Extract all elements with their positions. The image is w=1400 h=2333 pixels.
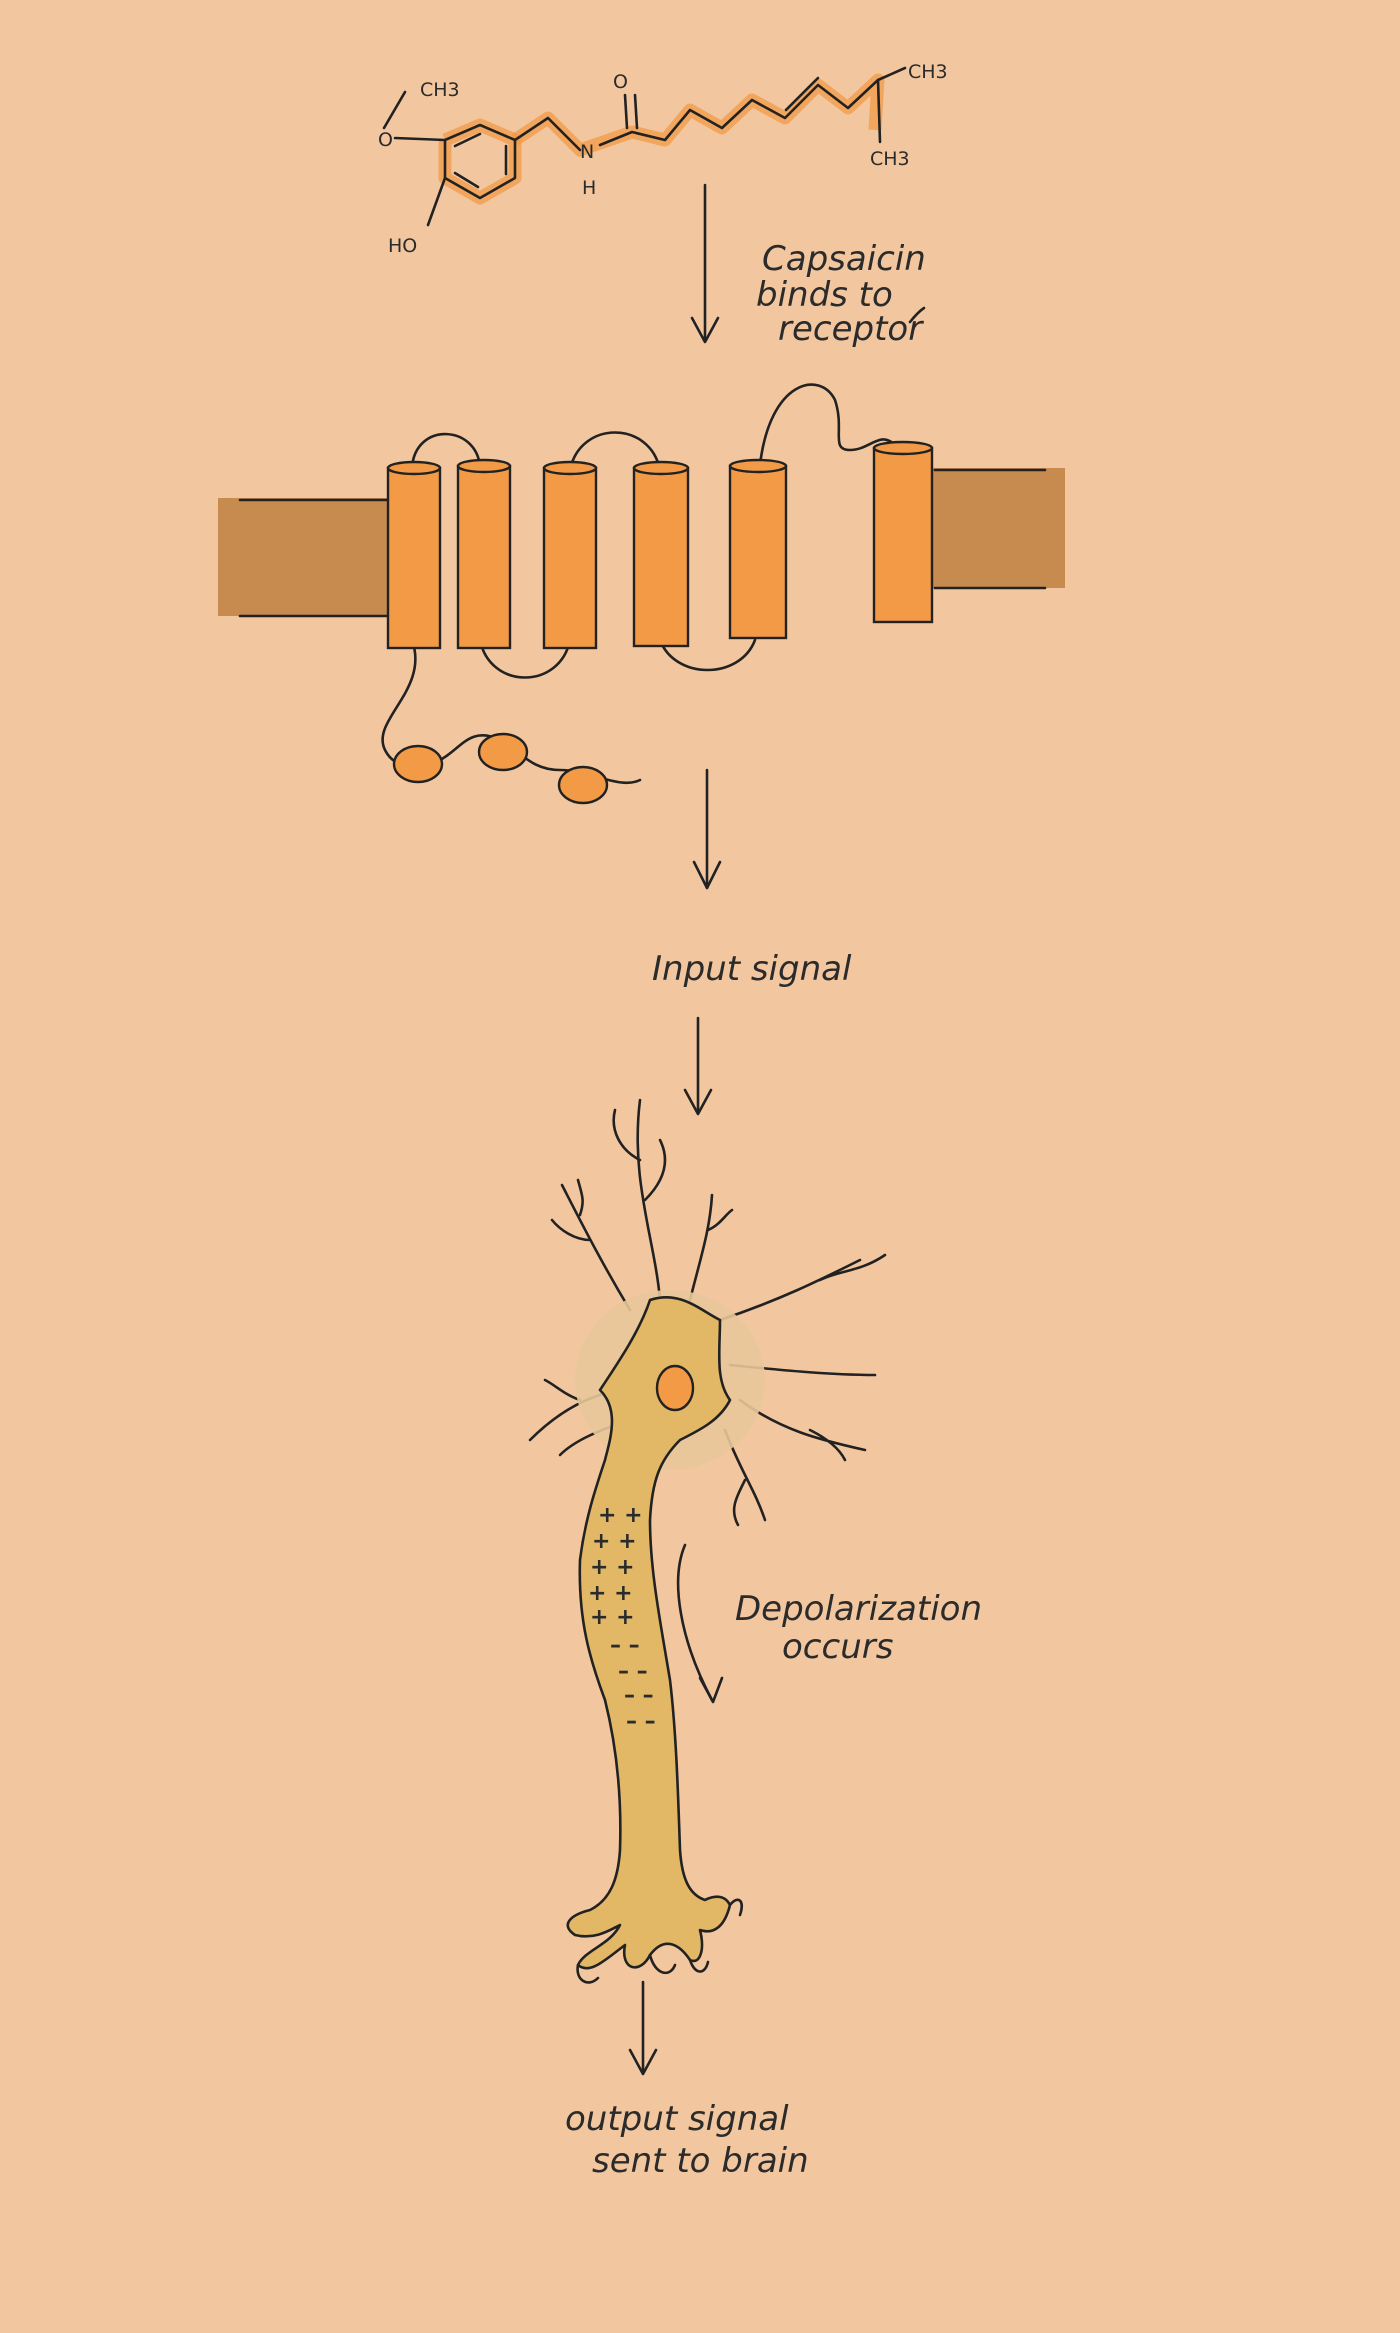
step1-line3: receptor	[778, 309, 924, 349]
ankyrin-beads	[392, 732, 609, 805]
step1-line1: Capsaicin	[762, 239, 926, 279]
methyl-bond	[382, 90, 407, 130]
arrow-down-1	[690, 183, 720, 344]
helix-2	[456, 458, 512, 650]
plus-charge: + +	[590, 1605, 635, 1630]
ring-double-bond	[453, 171, 480, 189]
step3-label: Depolarization occurs	[735, 1589, 982, 1667]
step4-line2: sent to brain	[592, 2141, 809, 2181]
bead-1	[392, 744, 444, 784]
methyl-branch-bond	[876, 78, 882, 144]
step1-label: Capsaicin binds to receptor	[756, 239, 926, 349]
carbonyl-bond	[623, 93, 629, 130]
minus-charge: – –	[624, 1683, 654, 1708]
plus-charge: + +	[590, 1555, 635, 1580]
top-ch3-label: CH3	[908, 61, 948, 83]
plus-charge: + +	[588, 1581, 633, 1606]
arrow-down-2	[692, 768, 722, 890]
methoxy-ch3-label: CH3	[420, 79, 460, 101]
membrane-left	[218, 498, 390, 616]
step3-line1: Depolarization	[735, 1589, 982, 1629]
dendrites	[528, 1098, 887, 1527]
depolarization-arrow	[676, 1543, 724, 1704]
methoxy-bond	[393, 136, 447, 142]
minus-charge: – –	[610, 1633, 640, 1658]
minus-charge: – –	[626, 1709, 656, 1734]
membrane-right	[930, 468, 1065, 588]
step1-line2: binds to	[756, 275, 893, 315]
charge-markers: + + + + + + + + + + – – – – – – – –	[588, 1503, 656, 1734]
alkyl-chain	[598, 78, 880, 147]
methyl-branch-bond	[876, 66, 907, 82]
hydroxyl-bond	[426, 176, 447, 227]
bead-2	[477, 732, 529, 772]
helix-5	[728, 458, 788, 640]
ring-double-bond	[453, 132, 482, 148]
plus-charge: + +	[598, 1503, 643, 1528]
arrow-down-4	[628, 1980, 658, 2076]
oxygen-label: O	[378, 129, 393, 151]
transmembrane-helices	[386, 440, 934, 650]
bottom-ch3-label: CH3	[870, 148, 910, 170]
methylene-bond	[513, 116, 582, 152]
amide-h-label: H	[582, 177, 596, 199]
nucleus	[655, 1364, 695, 1412]
bead-3	[557, 765, 609, 805]
label-flourish	[908, 306, 926, 324]
helix-1	[386, 460, 442, 650]
alkene-double-bond	[784, 76, 820, 112]
carbonyl-oxygen-label: O	[613, 71, 628, 93]
step4-line1: output signal	[565, 2099, 789, 2139]
capsaicin-molecule: O CH3 HO N H O CH3 CH3	[378, 61, 948, 257]
plus-charge: + +	[592, 1529, 637, 1554]
cell-membrane	[218, 468, 1065, 618]
input-signal-label: Input signal	[652, 949, 852, 989]
step3-line2: occurs	[782, 1627, 893, 1667]
step4-label: output signal sent to brain	[565, 2099, 809, 2181]
helix-3	[542, 460, 598, 650]
nitrogen-label: N	[580, 141, 594, 163]
helix-4	[632, 460, 690, 648]
helix-6	[872, 440, 934, 624]
minus-charge: – –	[618, 1659, 648, 1684]
hydroxyl-label: HO	[388, 235, 417, 257]
neuron	[528, 1098, 887, 1984]
carbonyl-bond	[633, 93, 639, 130]
arrow-down-3	[683, 1016, 713, 1116]
